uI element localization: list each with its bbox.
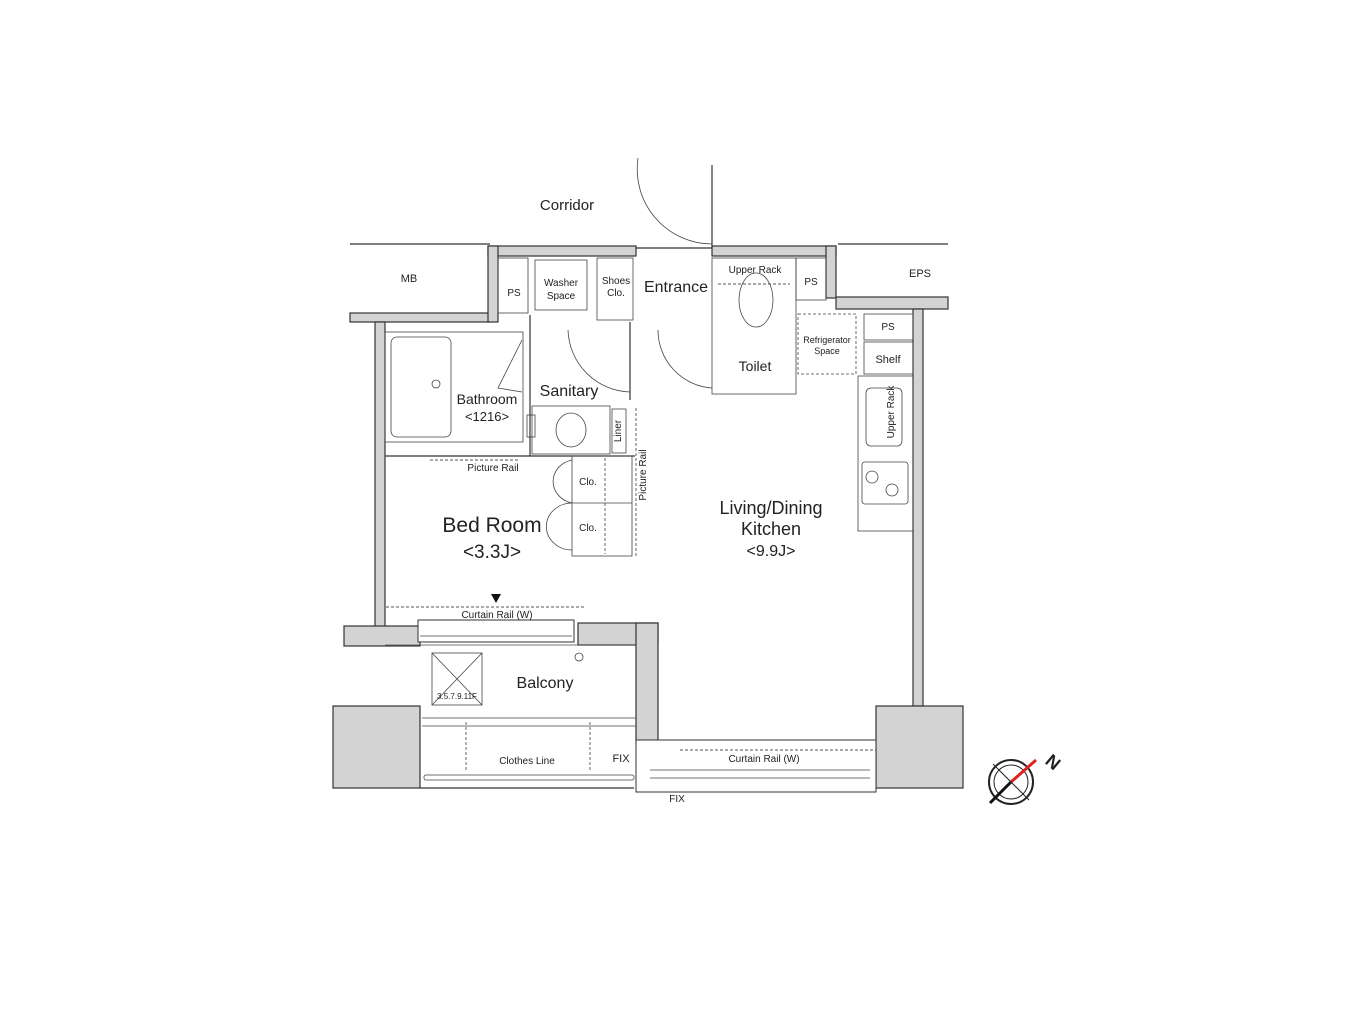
upper-rack-label: Upper Rack: [729, 265, 783, 276]
unit-walls: [332, 308, 964, 789]
refrigerator-space-label: Refrigerator: [803, 335, 851, 345]
balcony-label: Balcony: [517, 675, 574, 692]
fix-window-label: FIX: [669, 794, 685, 805]
compass-icon: N: [988, 750, 1065, 805]
bathroom-size-label: <1216>: [465, 409, 509, 424]
ps-label: PS: [507, 288, 521, 299]
eps-label: EPS: [909, 268, 931, 280]
washer-space-label: Washer: [544, 278, 579, 289]
refrigerator-space-label-2: Space: [814, 346, 840, 356]
ps-label: PS: [804, 277, 818, 288]
toilet-label: Toilet: [739, 358, 772, 374]
ldk-size-label: <9.9J>: [747, 543, 796, 560]
entrance-label: Entrance: [644, 279, 708, 296]
bedroom-label: Bed Room: [442, 514, 541, 537]
bedroom-size-label: <3.3J>: [463, 542, 521, 563]
interior-partitions: [384, 157, 914, 793]
shoes-closet-label-2: Clo.: [607, 288, 625, 299]
ps-label: PS: [881, 322, 895, 333]
ldk-label: Living/Dining: [719, 498, 822, 518]
curtain-rail-label: Curtain Rail (W): [461, 610, 532, 621]
shelf-label: Shelf: [875, 354, 901, 366]
curtain-rail-label: Curtain Rail (W): [728, 754, 799, 765]
evacuation-hatch-label: 3.5.7.9.11F: [437, 692, 477, 701]
mb-label: MB: [401, 273, 418, 285]
corridor-wall: [349, 243, 949, 323]
clothes-line-label: Clothes Line: [499, 756, 555, 767]
fix-window-label: FIX: [612, 753, 630, 765]
washer-space-label-2: Space: [547, 291, 576, 302]
closet-label: Clo.: [579, 477, 597, 488]
closet-label: Clo.: [579, 523, 597, 534]
sanitary-label: Sanitary: [540, 383, 599, 400]
picture-rail-label: Picture Rail: [638, 449, 649, 500]
north-label: N: [1042, 750, 1065, 774]
liner-label: Liner: [613, 419, 624, 442]
corridor-label: Corridor: [540, 197, 594, 214]
picture-rail-label: Picture Rail: [467, 463, 518, 474]
entry-arrow-icon: [491, 594, 501, 603]
bathroom-label: Bathroom: [457, 391, 518, 407]
upper-rack-label: Upper Rack: [886, 385, 897, 439]
shoes-closet-label: Shoes: [602, 276, 630, 287]
ldk-label-2: Kitchen: [741, 519, 801, 539]
